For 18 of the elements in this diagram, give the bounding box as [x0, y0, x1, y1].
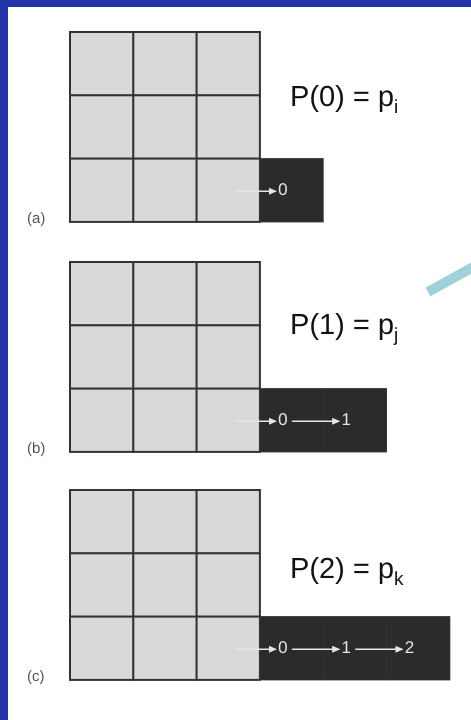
probability-formula: P(1) = p$_{j}$ [290, 308, 398, 348]
position-number: 2 [404, 638, 416, 658]
panel-label: (c) [27, 668, 44, 686]
panel-label: (a) [27, 210, 46, 228]
arrow [234, 188, 277, 195]
arrow [292, 646, 340, 653]
arrow [234, 646, 277, 653]
position-number: 0 [276, 180, 289, 200]
position-number: 1 [340, 410, 352, 430]
arrow [234, 418, 277, 425]
probability-formula: P(0) = p$_{i}$ [290, 80, 398, 120]
panel-label: (b) [27, 440, 46, 458]
arrow [292, 418, 340, 425]
position-number: 0 [276, 410, 289, 430]
position-number: 1 [340, 638, 352, 658]
position-number: 0 [276, 638, 289, 658]
arrow [355, 646, 404, 653]
probability-formula: P(2) = p$_{k}$ [290, 552, 404, 592]
